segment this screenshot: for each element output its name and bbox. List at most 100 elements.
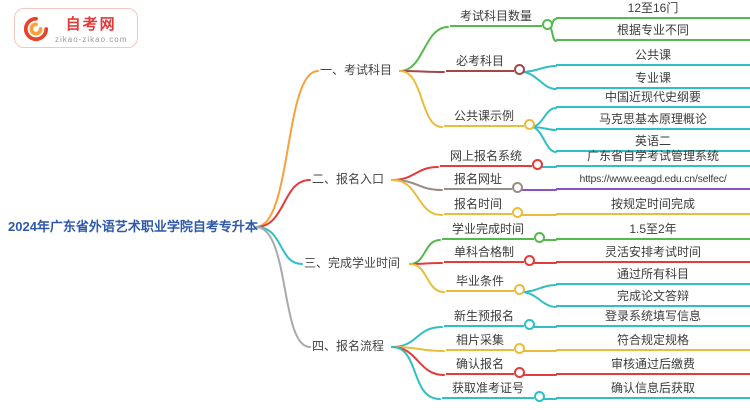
mindmap-node[interactable]: 按规定时间完成 bbox=[556, 197, 750, 215]
edge-root-branch1 bbox=[255, 70, 319, 228]
node-label: 报名网址 bbox=[453, 172, 502, 186]
expander-dot[interactable] bbox=[514, 64, 525, 75]
mindmap-node[interactable]: 审核通过后缴费 bbox=[556, 357, 750, 375]
mindmap-node[interactable]: 12至16门 bbox=[556, 1, 750, 19]
mindmap-node[interactable]: 报名时间 bbox=[444, 197, 523, 218]
mindmap-node-url[interactable]: https://www.eeagd.edu.cn/selfec/ bbox=[556, 172, 750, 190]
mindmap-node[interactable]: 1.5至2年 bbox=[556, 222, 750, 240]
edge bbox=[409, 239, 441, 265]
node-label: 广东省自学考试管理系统 bbox=[586, 149, 719, 163]
node-label: https://www.eeagd.edu.cn/selfec/ bbox=[579, 173, 727, 185]
node-label: 根据专业不同 bbox=[616, 23, 689, 37]
node-label: 考试科目数量 bbox=[459, 9, 532, 23]
expander-dot[interactable] bbox=[542, 19, 553, 30]
expander-dot[interactable] bbox=[534, 232, 545, 243]
node-label: 网上报名系统 bbox=[449, 149, 522, 163]
mindmap-node[interactable]: 符合规定规格 bbox=[556, 333, 750, 351]
edge bbox=[409, 263, 445, 293]
node-label: 专业课 bbox=[634, 71, 671, 85]
node-label: 必考科目 bbox=[455, 54, 504, 68]
mindmap-node[interactable]: 确认报名 bbox=[446, 357, 525, 378]
mindmap-node[interactable]: 通过所有科目 bbox=[556, 267, 750, 285]
expander-dot[interactable] bbox=[534, 391, 545, 402]
root-node[interactable]: 2024年广东省外语艺术职业学院自考专升本 bbox=[8, 219, 258, 234]
mindmap-node[interactable]: 中国近现代史纲要 bbox=[556, 90, 750, 108]
mindmap-node[interactable]: 灵活安排考试时间 bbox=[556, 245, 750, 263]
node-label: 公共课 bbox=[634, 48, 671, 62]
edge bbox=[399, 26, 449, 72]
mindmap-node[interactable]: 单科合格制 bbox=[444, 245, 535, 266]
site-logo[interactable]: 自考网 zikao-zikao.com bbox=[14, 8, 139, 48]
edge bbox=[520, 71, 557, 90]
mindmap-node[interactable]: 英语二 bbox=[556, 134, 750, 152]
edge bbox=[520, 291, 557, 308]
node-label: 学业完成时间 bbox=[451, 222, 524, 236]
mindmap-node[interactable]: 公共课示例 bbox=[444, 109, 535, 130]
edge bbox=[391, 166, 439, 181]
expander-dot[interactable] bbox=[532, 159, 543, 170]
mindmap-node[interactable]: 获取准考证号 bbox=[442, 381, 545, 402]
mindmap-node[interactable]: 报名网址 bbox=[444, 172, 523, 193]
mindmap-node[interactable]: 相片采集 bbox=[446, 333, 525, 354]
node-label: 毕业条件 bbox=[455, 274, 504, 288]
expander-dot[interactable] bbox=[514, 367, 525, 378]
node-label: 新生预报名 bbox=[453, 309, 514, 323]
edge bbox=[391, 326, 443, 348]
edge-root-branch2 bbox=[255, 179, 311, 228]
node-label: 公共课示例 bbox=[453, 109, 514, 123]
edge bbox=[391, 179, 443, 216]
mindmap-node[interactable]: 根据专业不同 bbox=[556, 23, 750, 41]
node-label: 按规定时间完成 bbox=[610, 197, 695, 211]
expander-dot[interactable] bbox=[512, 207, 523, 218]
node-label: 马克思基本原理概论 bbox=[598, 112, 707, 126]
site-logo-icon bbox=[23, 16, 49, 41]
expander-dot[interactable] bbox=[524, 319, 535, 330]
edge-root-branch4 bbox=[255, 226, 311, 348]
mindmap-node[interactable]: 确认信息后获取 bbox=[556, 381, 750, 399]
mindmap-node[interactable]: 广东省自学考试管理系统 bbox=[556, 149, 750, 167]
site-url: zikao-zikao.com bbox=[55, 35, 128, 44]
mindmap-node[interactable]: 毕业条件 bbox=[446, 274, 525, 295]
mindmap-node[interactable]: 考试科目数量 bbox=[450, 9, 553, 30]
node-label: 1.5至2年 bbox=[629, 222, 677, 236]
branch-node-3[interactable]: 三、完成学业时间 bbox=[304, 256, 400, 271]
mindmap-node[interactable]: 专业课 bbox=[556, 71, 750, 89]
expander-dot[interactable] bbox=[512, 182, 523, 193]
node-label: 确认信息后获取 bbox=[610, 381, 695, 395]
expander-dot[interactable] bbox=[524, 255, 535, 266]
node-label: 获取准考证号 bbox=[451, 381, 524, 395]
mindmap-node[interactable]: 必考科目 bbox=[446, 54, 525, 75]
node-label: 单科合格制 bbox=[453, 245, 514, 259]
node-label: 登录系统填写信息 bbox=[604, 309, 701, 323]
mindmap-node[interactable]: 新生预报名 bbox=[444, 309, 535, 330]
mindmap-node[interactable]: 公共课 bbox=[556, 48, 750, 66]
mindmap-node[interactable]: 马克思基本原理概论 bbox=[556, 112, 750, 130]
mindmap-node[interactable]: 完成论文答辩 bbox=[556, 289, 750, 307]
node-label: 通过所有科目 bbox=[616, 267, 689, 281]
node-label: 报名时间 bbox=[453, 197, 502, 211]
node-label: 一、考试科目 bbox=[320, 63, 393, 77]
node-label: 中国近现代史纲要 bbox=[604, 90, 701, 104]
branch-node-1[interactable]: 一、考试科目 bbox=[320, 63, 392, 78]
node-label: 灵活安排考试时间 bbox=[604, 245, 701, 259]
mindmap-node[interactable]: 登录系统填写信息 bbox=[556, 309, 750, 327]
edge bbox=[520, 284, 557, 293]
branch-node-4[interactable]: 四、报名流程 bbox=[312, 339, 384, 354]
mindmap-node[interactable]: 学业完成时间 bbox=[442, 222, 545, 243]
expander-dot[interactable] bbox=[514, 343, 525, 354]
expander-dot[interactable] bbox=[524, 119, 535, 130]
edge bbox=[391, 346, 441, 400]
mindmap-node[interactable]: 网上报名系统 bbox=[440, 149, 543, 170]
site-name: 自考网 bbox=[65, 16, 117, 33]
node-label: 完成论文答辩 bbox=[616, 289, 689, 303]
node-label: 四、报名流程 bbox=[312, 339, 385, 353]
node-label: 审核通过后缴费 bbox=[610, 357, 695, 371]
node-label: 三、完成学业时间 bbox=[304, 256, 401, 270]
edge bbox=[520, 65, 557, 73]
branch-node-2[interactable]: 二、报名入口 bbox=[312, 172, 384, 187]
node-label: 确认报名 bbox=[455, 357, 504, 371]
expander-dot[interactable] bbox=[514, 284, 525, 295]
node-label: 12至16门 bbox=[627, 1, 679, 15]
edge-root-branch3 bbox=[255, 226, 303, 265]
